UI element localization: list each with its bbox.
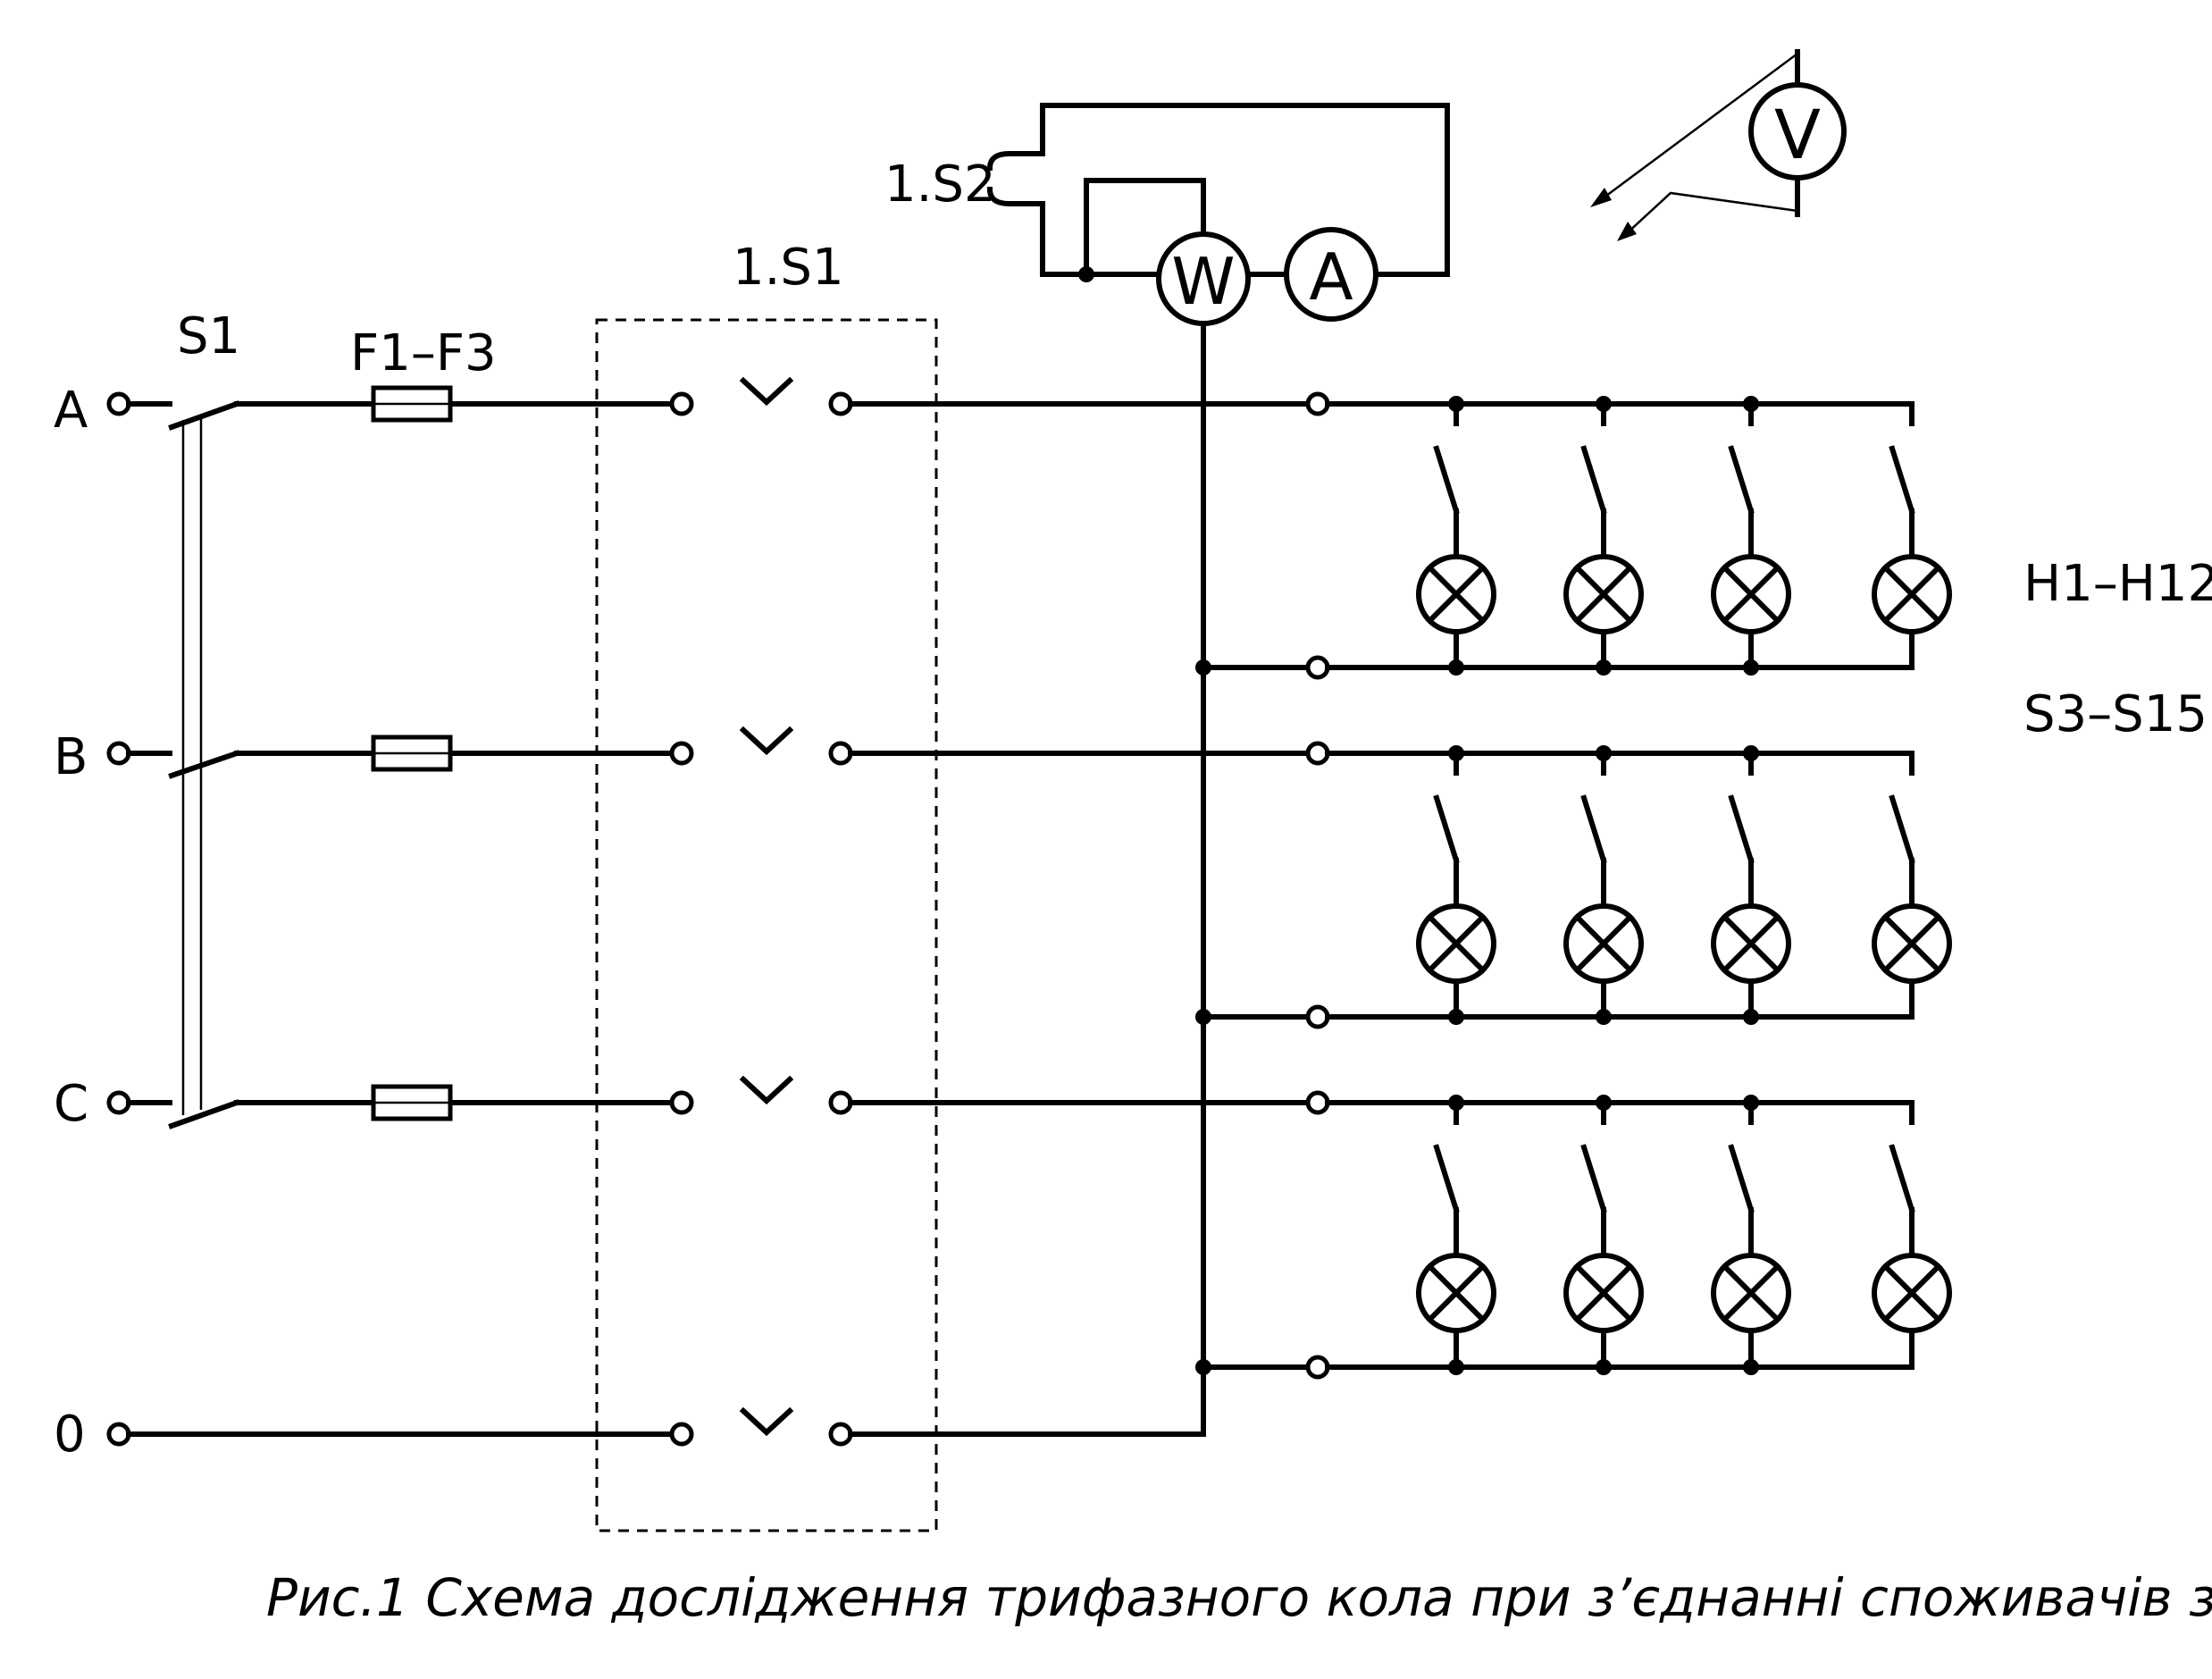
terminal-b	[106, 741, 131, 766]
lamp-switch	[1580, 1144, 1607, 1213]
lamp-switch	[1889, 445, 1915, 515]
meter-switch-label: 1.S2	[884, 155, 996, 214]
lamp-switch	[1433, 794, 1460, 864]
main-switch-s1	[168, 400, 240, 1129]
phase-b-label: B	[54, 728, 88, 786]
ammeter-symbol	[1284, 227, 1378, 322]
lamp-group-bottom-terminal	[1305, 1355, 1330, 1380]
lamp-group-top-terminal	[1305, 1090, 1330, 1115]
lamp-group-2	[1305, 741, 1952, 1029]
neutral-label: 0	[54, 1406, 86, 1464]
lamp-switch	[1433, 445, 1460, 515]
lamp-switches-label: S3–S15	[2023, 685, 2208, 743]
lamp-switch	[1889, 794, 1915, 864]
lamp-switch	[1728, 794, 1755, 864]
voltmeter-label: V	[1774, 95, 1821, 174]
phase-c-label: C	[54, 1075, 88, 1133]
voltmeter: V	[1590, 49, 1847, 241]
terminal-neutral	[106, 1422, 131, 1447]
lamp-groups	[1305, 391, 1952, 1380]
fuses-f1-f3	[371, 385, 453, 1121]
lamp-switch	[1728, 1144, 1755, 1213]
wattmeter: W	[1156, 231, 1251, 326]
load-feeders	[848, 401, 1311, 1437]
wattmeter-label: W	[1171, 244, 1235, 319]
fuses-label: F1–F3	[350, 324, 497, 382]
lamp-switch	[1580, 794, 1607, 864]
phase-lines	[126, 401, 674, 1437]
lamp-group-bottom-terminal	[1305, 655, 1330, 680]
meter-circuit	[986, 103, 1450, 282]
lamp-switch	[1728, 445, 1755, 515]
lamp-switch	[1889, 1144, 1915, 1213]
ammeter-label: A	[1309, 239, 1353, 315]
lamps-label: H1–H12	[2023, 555, 2212, 613]
lamp-switch	[1433, 1144, 1460, 1213]
lamp-switch	[1580, 445, 1607, 515]
lamp-group-1	[1305, 391, 1952, 680]
lamp-group-top-terminal	[1305, 391, 1330, 416]
main-switch-label: S1	[177, 307, 240, 365]
wattmeter-symbol	[1156, 231, 1251, 326]
ammeter: A	[1284, 227, 1378, 322]
lamp-group-3	[1305, 1090, 1952, 1380]
voltmeter-symbol	[1748, 82, 1847, 180]
input-terminals	[106, 391, 172, 1447]
block-switch-label: 1.S1	[733, 239, 844, 297]
block-switch-frame	[595, 318, 938, 1532]
lamp-group-top-terminal	[1305, 741, 1330, 766]
neutral-bus	[1195, 321, 1311, 1437]
phase-a-label: A	[54, 382, 88, 440]
terminal-a	[106, 391, 131, 416]
lamp-group-bottom-terminal	[1305, 1004, 1330, 1029]
terminal-c	[106, 1090, 131, 1115]
figure-caption: Рис.1 Схема дослідження трифазного кола …	[266, 1567, 2212, 1628]
block-switch-contacts	[669, 376, 853, 1447]
